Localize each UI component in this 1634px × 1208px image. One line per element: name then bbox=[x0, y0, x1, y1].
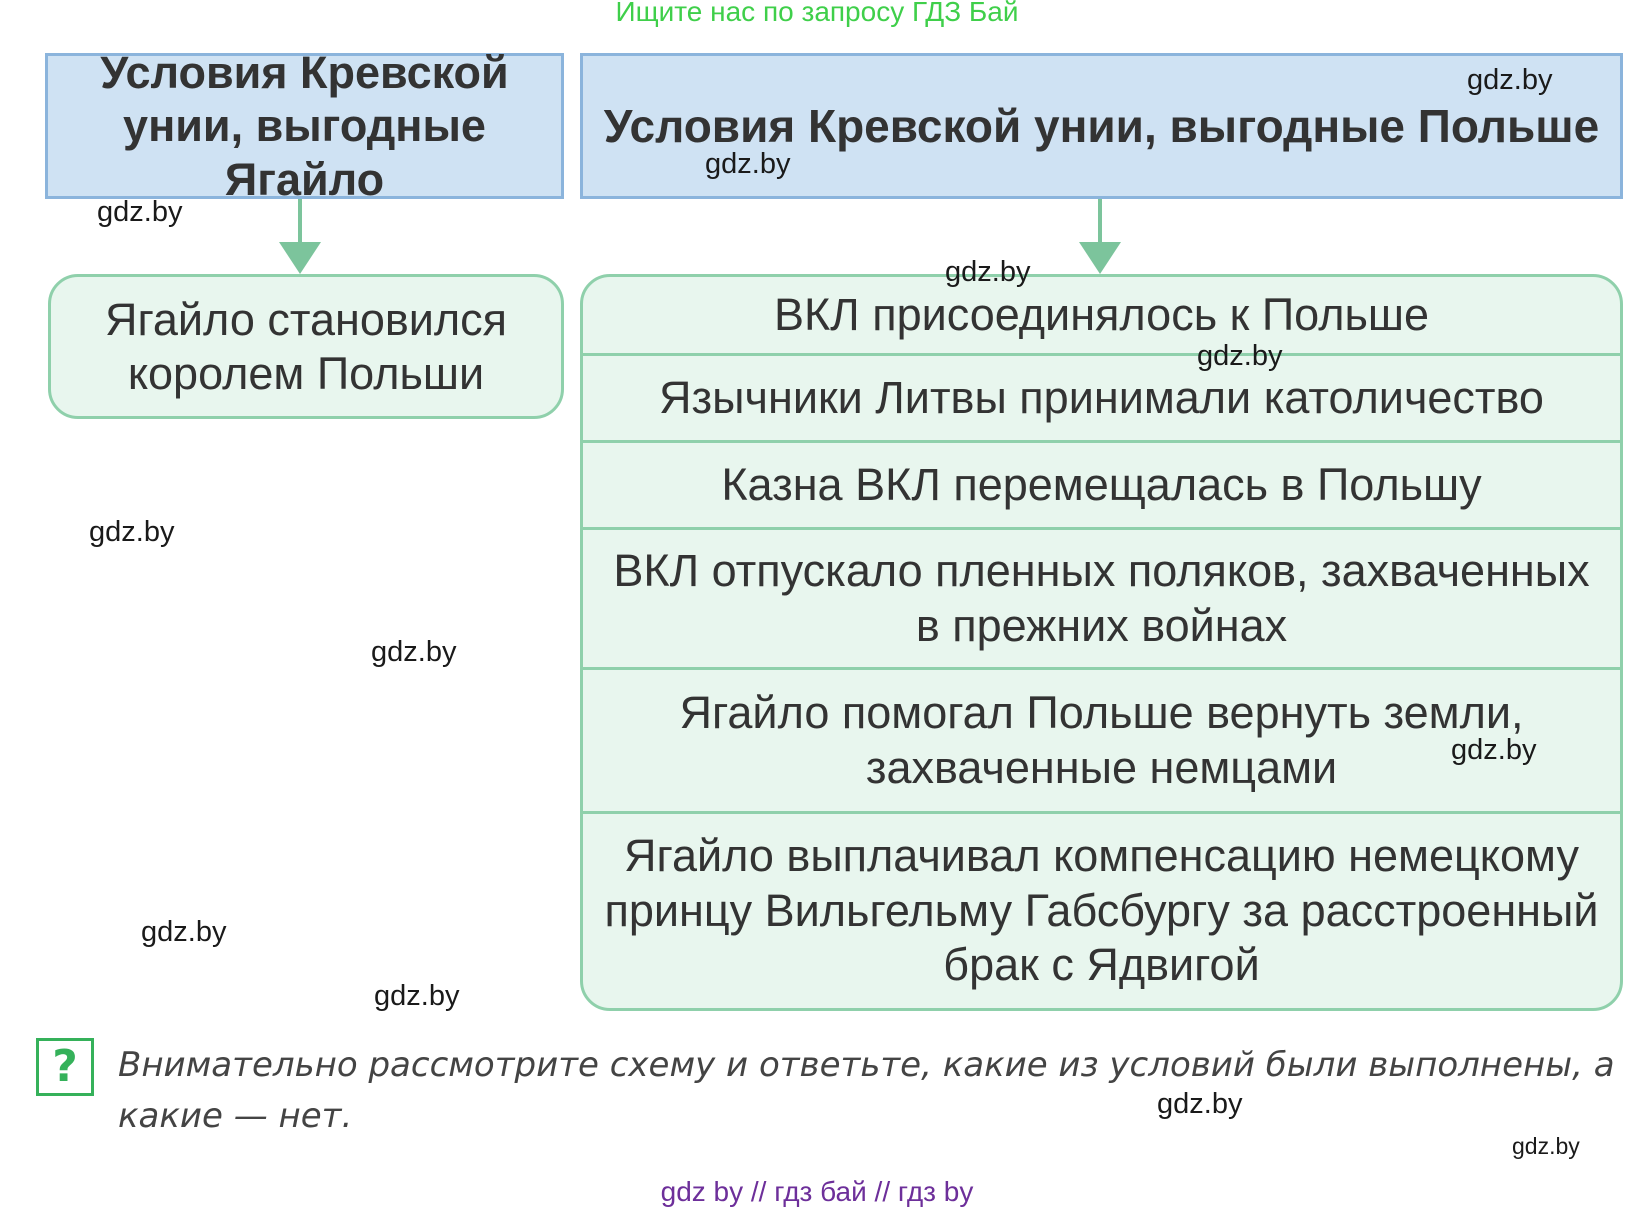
watermark: gdz.by bbox=[371, 636, 457, 668]
watermark: gdz.by bbox=[141, 916, 227, 948]
search-banner: Ищите нас по запросу ГДЗ Бай bbox=[615, 0, 1019, 27]
result-jagiello-king: Ягайло становился королем Польши bbox=[48, 274, 564, 419]
watermark: gdz.by bbox=[705, 148, 791, 180]
question-icon: ? bbox=[36, 1038, 94, 1096]
watermark: gdz.by bbox=[1467, 64, 1553, 96]
footer-links: gdz by // гдз бай // гдз by bbox=[660, 1176, 974, 1207]
results-poland-list: ВКЛ присоединялось к Польше Язычники Лит… bbox=[580, 274, 1623, 1011]
watermark: gdz.by bbox=[97, 196, 183, 228]
watermark: gdz.by bbox=[1157, 1088, 1243, 1120]
header-benefits-poland: Условия Кревской унии, выгодные Польше bbox=[580, 53, 1623, 199]
question-text: Внимательно рассмотрите схему и ответьте… bbox=[118, 1045, 1615, 1136]
header-benefits-jagiello: Условия Кревской унии, выгодные Ягайло bbox=[45, 47, 564, 205]
arrow-left-head bbox=[279, 242, 321, 274]
watermark: gdz.by bbox=[1512, 1133, 1580, 1159]
watermark: gdz.by bbox=[374, 980, 460, 1012]
watermark: gdz.by bbox=[1197, 340, 1283, 372]
result-row: Казна ВКЛ перемещалась в Польшу bbox=[583, 443, 1620, 530]
result-row: ВКЛ отпускало пленных поляков, захваченн… bbox=[583, 530, 1620, 670]
result-row: Ягайло выплачивал компенсацию немецкому … bbox=[604, 829, 1599, 991]
arrow-right-head bbox=[1079, 242, 1121, 274]
watermark: gdz.by bbox=[945, 256, 1031, 288]
question-mark-glyph: ? bbox=[52, 1041, 78, 1092]
watermark: gdz.by bbox=[89, 516, 175, 548]
result-row: ВКЛ присоединялось к Польше bbox=[583, 277, 1620, 356]
watermark: gdz.by bbox=[1451, 734, 1537, 766]
result-row: Язычники Литвы принимали католичество bbox=[583, 356, 1620, 443]
result-row: Ягайло помогал Польше вернуть земли, зах… bbox=[583, 670, 1620, 814]
